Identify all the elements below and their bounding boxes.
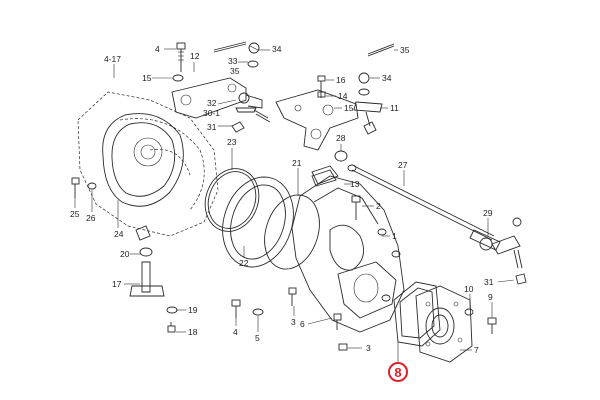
cotter-pin-left xyxy=(213,41,247,53)
label-5: 5 xyxy=(255,333,260,343)
bolt-set-right xyxy=(317,75,326,98)
ball-joint-left xyxy=(235,92,271,123)
washer-10 xyxy=(464,308,474,316)
bolt-6 xyxy=(333,313,342,330)
o-ring-23 xyxy=(204,168,260,232)
gear-cover-plate xyxy=(102,113,184,207)
bolt-top xyxy=(176,42,186,72)
label-11: 11 xyxy=(390,103,399,113)
label-4-bottom: 4 xyxy=(233,327,238,337)
pitman-arm-bracket xyxy=(171,77,263,119)
bolt-3-right xyxy=(338,343,348,351)
highlight-callout-8: 8 xyxy=(388,362,408,382)
label-28: 28 xyxy=(336,133,346,143)
bolt-4-bottom xyxy=(231,299,264,318)
bolt-25 xyxy=(71,177,97,198)
bracket-13 xyxy=(311,169,337,187)
label-27: 27 xyxy=(398,160,408,170)
label-3: 3 xyxy=(291,317,296,327)
label-4: 4 xyxy=(155,44,160,54)
label-18: 18 xyxy=(188,327,198,337)
label-13: 13 xyxy=(350,179,360,189)
label-1: 1 xyxy=(392,231,397,241)
washer xyxy=(172,74,184,82)
label-10: 10 xyxy=(464,284,474,294)
gasket-plate-22 xyxy=(222,176,294,268)
label-35-right: 35 xyxy=(400,45,410,55)
gasket-21 xyxy=(264,194,320,270)
label-25: 25 xyxy=(70,209,80,219)
knuckle-arm xyxy=(275,89,359,151)
label-33: 33 xyxy=(228,56,238,66)
bolt-2 xyxy=(351,195,361,220)
label-31-right: 31 xyxy=(484,277,494,287)
label-29: 29 xyxy=(483,208,493,218)
label-12: 12 xyxy=(190,51,200,61)
bushing-28 xyxy=(334,150,348,162)
clip-left-lower xyxy=(135,225,151,241)
label-4-17: 4-17 xyxy=(104,54,121,64)
label-16: 16 xyxy=(336,75,346,85)
dowel-pins xyxy=(377,228,401,302)
tie-rod xyxy=(347,164,501,251)
axle-housing xyxy=(291,165,405,333)
label-19: 19 xyxy=(188,305,198,315)
label-26: 26 xyxy=(86,213,96,223)
label-35: 35 xyxy=(230,66,240,76)
label-2: 2 xyxy=(376,201,381,211)
label-34: 34 xyxy=(272,44,282,54)
part-labels: 4-17 4 12 34 33 35 15 32 30-1 31 35 16 3… xyxy=(70,44,494,355)
label-21: 21 xyxy=(292,158,302,168)
clip-left xyxy=(231,121,245,133)
label-9: 9 xyxy=(488,292,493,302)
label-22: 22 xyxy=(239,258,249,268)
label-7: 7 xyxy=(474,345,479,355)
washer-33 xyxy=(247,60,259,68)
label-3-right: 3 xyxy=(366,343,371,353)
label-15: 15 xyxy=(142,73,152,83)
castle-nut-right xyxy=(358,72,370,84)
tie-rod-end xyxy=(479,217,523,269)
label-14: 14 xyxy=(338,91,348,101)
label-6: 6 xyxy=(300,319,305,329)
bolt-3-left xyxy=(288,287,297,306)
clip-right-bottom xyxy=(515,273,527,285)
cotter-pin-right xyxy=(367,43,395,57)
castle-nut-left xyxy=(248,42,260,54)
leader-lines xyxy=(74,48,515,364)
washer-right xyxy=(358,88,370,96)
label-8: 8 xyxy=(394,365,401,380)
label-17: 17 xyxy=(112,279,122,289)
label-32: 32 xyxy=(207,98,217,108)
label-23: 23 xyxy=(227,137,237,147)
kingpin-assembly xyxy=(129,247,178,333)
label-30-1: 30-1 xyxy=(203,108,220,118)
label-24: 24 xyxy=(114,229,124,239)
ball-joint-right xyxy=(353,101,383,127)
label-20: 20 xyxy=(120,249,130,259)
clip-right-top xyxy=(363,121,377,135)
label-34-right: 34 xyxy=(382,73,392,83)
label-15-right: 15 xyxy=(344,103,354,113)
cover-plate-7 xyxy=(415,285,473,363)
bolt-9 xyxy=(487,317,497,334)
gear-housing xyxy=(77,91,219,237)
label-31: 31 xyxy=(207,122,217,132)
